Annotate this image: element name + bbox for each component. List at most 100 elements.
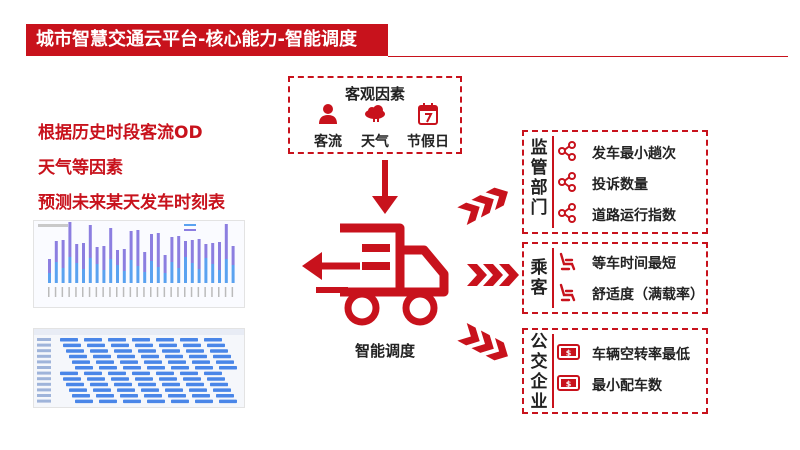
chevron-right-icon-upper — [457, 187, 508, 226]
thumb-table-cell — [108, 338, 126, 342]
thumb-bar-lower — [150, 261, 153, 283]
thumb-bar-lower — [197, 269, 201, 283]
thumb-table-cell — [138, 382, 156, 387]
thumb-tick-placeholder — [170, 287, 172, 297]
thumb-tick-placeholder — [75, 287, 77, 297]
thumb-table-cell — [66, 349, 84, 353]
thumb-bar-upper — [211, 243, 215, 264]
thumb-bar-upper — [48, 259, 51, 273]
thumb-bar-lower — [75, 263, 79, 283]
thumb-bar-lower — [177, 268, 181, 283]
forecast-chart-thumbnail — [33, 220, 245, 308]
supervision-item-2: 投诉数量 — [592, 177, 648, 193]
thumb-bar-upper — [116, 250, 119, 265]
thumb-legend-mark-1 — [184, 224, 196, 226]
truck-icon — [302, 223, 449, 326]
thumb-timetable — [34, 329, 244, 404]
thumb-bar-lower — [116, 265, 119, 283]
thumb-tick-placeholder — [156, 287, 159, 297]
thumb-table-cell — [156, 371, 174, 376]
thumb-table-cell — [216, 360, 234, 364]
thumb-bar-upper — [170, 237, 174, 262]
thumb-bar-upper — [150, 234, 153, 261]
seat-icon — [559, 252, 576, 271]
center-label: 智能调度 — [354, 342, 415, 360]
thumb-table-cell — [87, 343, 105, 348]
thumb-bar-lower — [143, 272, 147, 283]
thumb-tick-placeholder — [184, 287, 186, 297]
thumb-table-cell — [180, 371, 198, 376]
thumb-table-row-label — [37, 360, 51, 364]
thumb-table-cell — [207, 343, 225, 348]
thumb-table-header — [34, 329, 244, 335]
passenger-item-1: 等车时间最短 — [592, 256, 676, 272]
passenger-panel-divider — [552, 248, 554, 308]
thumb-bar-lower — [211, 264, 215, 283]
thumb-bar-upper — [184, 241, 187, 257]
thumb-table-cell — [90, 349, 108, 353]
thumb-table-cell — [156, 338, 174, 342]
thumb-bar-upper — [122, 249, 126, 271]
thumb-tick-placeholder — [136, 287, 138, 297]
thumb-tick-placeholder — [143, 287, 145, 297]
thumb-tick-placeholder — [224, 287, 227, 297]
thumb-bar-lower — [68, 257, 72, 283]
objective-factors-box — [288, 76, 462, 154]
thumb-bar-upper — [61, 240, 65, 268]
thumb-table-cell — [192, 360, 210, 364]
thumb-bars — [48, 222, 235, 297]
thumb-bar-lower — [163, 273, 167, 283]
thumb-table-cell — [84, 371, 102, 376]
thumb-bar-lower — [82, 269, 85, 283]
thumb-table-cell — [189, 354, 207, 359]
company-panel-label: 公交企业 — [530, 332, 548, 412]
thumb-table-cell — [117, 388, 135, 392]
supervision-item-3: 道路运行指数 — [592, 208, 676, 224]
thumb-table-cell — [69, 388, 87, 392]
thumb-table-row-label — [37, 399, 51, 403]
thumb-bar-upper — [88, 225, 92, 258]
thumb-table-cell — [138, 349, 156, 353]
thumb-table-cell — [207, 377, 225, 381]
thumb-bar-upper — [218, 242, 221, 270]
thumb-table-cell — [168, 394, 186, 398]
thumb-table-cell — [66, 382, 84, 387]
thumb-tick-placeholder — [163, 287, 166, 297]
thumb-bar-upper — [143, 252, 147, 272]
thumb-table-cell — [111, 343, 129, 348]
thumb-tick-placeholder — [95, 287, 98, 297]
thumb-table-cell — [141, 388, 159, 392]
left-text-line-1: 根据历史时段客流OD — [38, 123, 203, 143]
thumb-table-cell — [186, 349, 204, 353]
thumb-table-cell — [204, 338, 222, 342]
thumb-bar-lower — [231, 265, 235, 283]
thumb-table-cell — [210, 382, 228, 387]
thumb-tick-placeholder — [211, 287, 213, 297]
thumb-tick-placeholder — [197, 287, 200, 297]
thumb-table-cell — [159, 377, 177, 381]
thumb-bar-lower — [54, 262, 58, 283]
thumb-table-cell — [147, 366, 165, 370]
thumb-bar-upper — [163, 255, 167, 273]
thumb-bar-upper — [129, 231, 133, 260]
passenger-panel — [522, 242, 708, 314]
company-panel-divider — [552, 334, 554, 408]
thumb-table-cell — [60, 338, 78, 342]
thumb-table-cell — [99, 399, 117, 404]
thumb-tick-placeholder — [231, 287, 234, 297]
thumb-tick-placeholder — [129, 287, 132, 297]
thumb-table-cell — [213, 354, 231, 359]
thumb-table-cell — [135, 343, 153, 348]
thumb-tick-placeholder — [61, 287, 64, 297]
thumb-table-cell — [99, 366, 117, 370]
factor-label-passenger-flow: 客流 — [314, 134, 342, 150]
thumb-table-cell — [114, 349, 132, 353]
thumb-table-cell — [75, 399, 93, 404]
thumb-bar-upper — [82, 243, 85, 269]
thumb-bar-lower — [204, 258, 208, 283]
page-title: 城市智慧交通云平台-核心能力-智能调度 — [36, 29, 357, 50]
thumb-bar-lower — [48, 273, 51, 283]
thumb-bar-upper — [204, 244, 208, 258]
factor-label-holiday: 节假日 — [407, 134, 449, 150]
thumb-tick-placeholder — [150, 287, 152, 297]
